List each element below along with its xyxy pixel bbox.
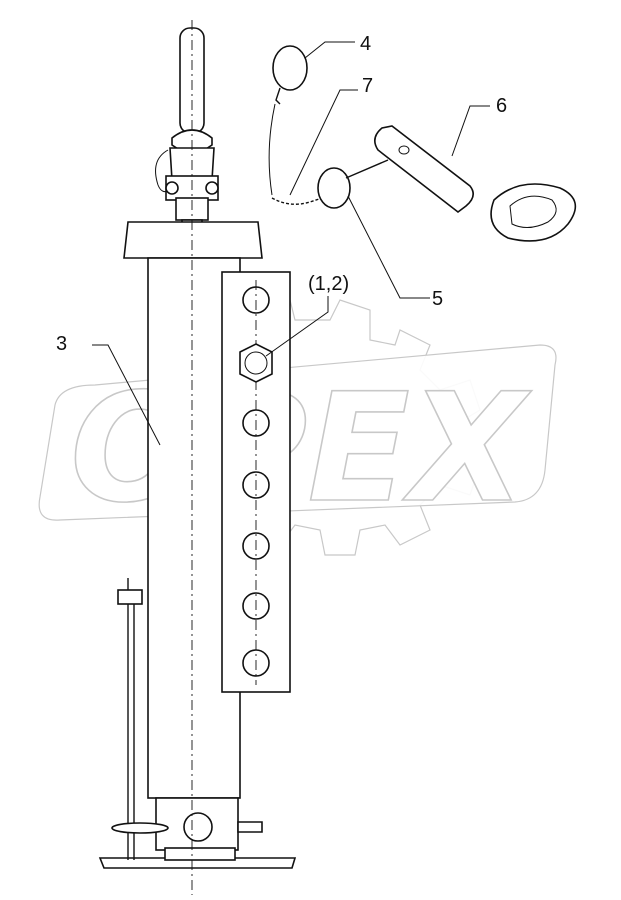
clamp-bolt-left: [165, 181, 179, 195]
opex-watermark: OPEX: [38, 299, 557, 556]
callout-1-2: (1,2): [308, 273, 349, 295]
watermark-text: OPEX: [70, 362, 532, 536]
hitch-pin-handle: [490, 183, 577, 242]
leader-3: [92, 344, 161, 446]
callout-4: 4: [360, 33, 371, 55]
lower-pin-right: [237, 821, 263, 833]
base-boss: [164, 847, 236, 861]
hitch-pin: [374, 125, 577, 242]
clamp-bolt-right: [205, 181, 219, 195]
hitch-pin-handle-opening: [509, 195, 557, 228]
jack-cap: [123, 221, 263, 259]
spring-clip-shank: [345, 159, 389, 179]
chain: [271, 197, 323, 205]
hitch-pin-shaft: [374, 125, 474, 214]
side-rod-bolt: [117, 589, 143, 605]
spring-clip: [317, 159, 389, 209]
jack-assembly: [98, 20, 297, 895]
hex-bolt: [239, 343, 273, 383]
leader-lines: [92, 41, 490, 446]
pull-ring: [272, 45, 308, 91]
ring-clip: [275, 87, 281, 105]
leader-4: [304, 41, 355, 59]
inner-tube-hole: [183, 812, 213, 842]
leader-7: [289, 89, 358, 196]
leader-5: [347, 195, 430, 299]
callout-6: 6: [496, 95, 507, 117]
hex-bolt-face: [244, 351, 268, 375]
callout-7: 7: [362, 75, 373, 97]
callout-5: 5: [432, 288, 443, 310]
leader-6: [451, 105, 490, 157]
wire-rope: [268, 103, 276, 196]
leader-12: [265, 296, 329, 357]
ring-and-chain: [268, 45, 323, 205]
hitch-pin-hole: [398, 145, 410, 155]
spring-clip-ring: [317, 167, 351, 209]
callout-3: 3: [56, 333, 67, 355]
lower-pin-left: [111, 822, 169, 834]
bracket-holes: [242, 280, 270, 685]
